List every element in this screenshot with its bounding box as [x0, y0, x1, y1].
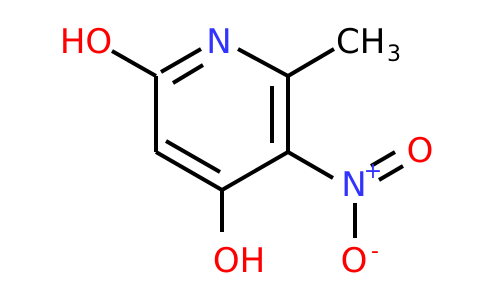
bond-c5-c4: [221, 150, 289, 192]
substituent-bonds: [111, 47, 405, 238]
bond-c2-n1: [160, 47, 202, 74]
bond-nitro-o-top-b: [377, 164, 405, 182]
methyl-label: CH: [336, 22, 385, 62]
nitro-oxygen-bottom-label: O: [341, 241, 368, 281]
hydroxyl-top-label: HO: [60, 22, 112, 62]
bond-c2-n1-inner: [171, 63, 205, 85]
methyl-subscript: 3: [387, 42, 401, 67]
nitro-oxygen-top-label: O: [407, 131, 434, 171]
ring-bonds: [154, 47, 290, 192]
bond-c4-c3: [155, 150, 223, 192]
bond-c2-ho: [111, 49, 157, 78]
ring-nitrogen-label: N: [206, 22, 231, 62]
nitro-nitrogen-charge: +: [364, 159, 382, 184]
bond-n1-c6: [237, 47, 289, 78]
bond-c6-ch3: [286, 47, 336, 78]
bond-c4-c3-inner: [165, 139, 221, 174]
bond-c5-nitro: [286, 150, 335, 180]
nitro-nitrogen-label: N: [341, 165, 366, 205]
bond-nitro-o-top-a: [369, 150, 397, 168]
atom-labels: N HO OH CH 3 N + O O -: [60, 22, 434, 281]
nitro-oxygen-bottom-charge: -: [371, 239, 379, 264]
hydroxyl-bottom-label: OH: [213, 241, 265, 281]
